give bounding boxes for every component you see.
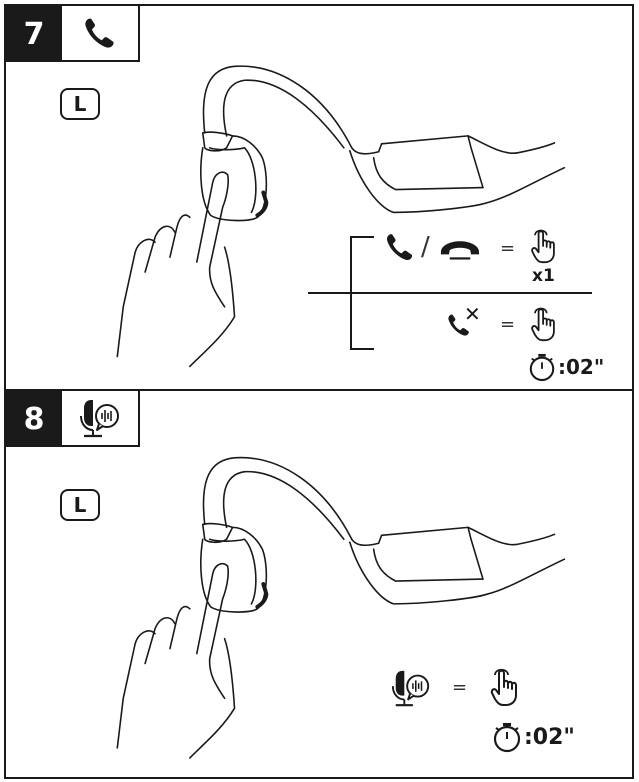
voice-assistant-icon: [78, 396, 122, 440]
left-side-badge: L: [60, 489, 100, 521]
left-side-badge: L: [60, 88, 100, 120]
step-number: 7: [6, 6, 62, 62]
reject-x-mark: ✕: [464, 302, 481, 326]
divider-line: [308, 292, 592, 294]
step-7-panel: 7 L / = x1 ✕ = :02": [4, 4, 634, 391]
phone-icon: [82, 15, 118, 51]
tap-gesture-icon: [530, 306, 558, 342]
step-number: 8: [6, 391, 62, 447]
step-8-panel: 8 L = :02": [4, 389, 634, 779]
timer-icon: [528, 352, 556, 382]
step-header-icon-box: [62, 6, 140, 62]
hang-up-icon: [438, 238, 482, 262]
duration-value: :02": [558, 355, 605, 379]
equals-sign: =: [500, 314, 516, 335]
hold-duration: :02": [528, 352, 604, 382]
tap-gesture-icon: [490, 667, 520, 707]
voice-assistant-icon: [390, 667, 432, 709]
equals-sign: =: [500, 238, 516, 259]
answer-call-icon: [384, 231, 416, 263]
timer-icon: [492, 721, 522, 753]
duration-value: :02": [524, 724, 575, 750]
step-header-icon-box: [62, 391, 140, 447]
separator-slash: /: [421, 232, 430, 262]
equals-sign: =: [452, 677, 468, 698]
headphone-touch-illustration: [6, 391, 632, 777]
tap-gesture-icon: [530, 228, 558, 264]
tap-count: x1: [532, 266, 555, 286]
hold-duration: :02": [492, 721, 575, 753]
